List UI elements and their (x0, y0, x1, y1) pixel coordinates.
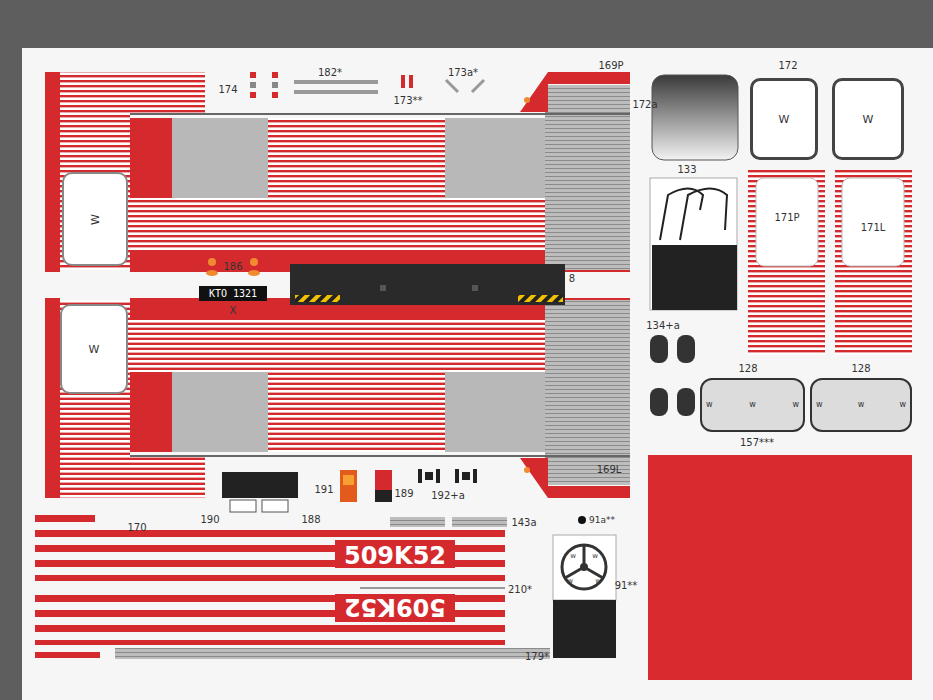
callout-number: 169P (598, 61, 623, 71)
callout-number: 91** (615, 581, 638, 591)
callout-number: 188 (301, 515, 320, 525)
callout-number: 91a** (589, 516, 615, 525)
callout-number: w (595, 578, 601, 585)
callout-number: 128 (738, 364, 757, 374)
callout-number: 174 (218, 85, 237, 95)
window-part: www (700, 378, 805, 432)
callout-number: w (567, 578, 573, 585)
window-part: W (832, 78, 904, 160)
callout-number: 173** (393, 96, 422, 106)
callout-number: 172a (632, 100, 657, 110)
callout-number: 171L (861, 223, 886, 233)
callout-number: 179* (525, 652, 549, 662)
part-mark: w (899, 401, 906, 409)
registration-number: 509K52 (344, 544, 446, 568)
registration-number: 509K52 (344, 595, 446, 619)
part-mark: w (792, 401, 799, 409)
callout-number: w (592, 553, 598, 560)
callout-number: 143a (511, 518, 536, 528)
callout-number: 8 (569, 274, 575, 284)
window-part: W (750, 78, 818, 160)
part-mark: w (816, 401, 823, 409)
part-mark: W (779, 114, 790, 125)
window-part: W (62, 172, 128, 266)
part-mark: KTO 1321 (209, 289, 257, 299)
callout-number: 189 (394, 489, 413, 499)
callout-number: 133 (677, 165, 696, 175)
callout-number: 173a* (448, 68, 478, 78)
callout-number: 191 (314, 485, 333, 495)
window-part: www (810, 378, 912, 432)
number-plate: KTO 1321 (199, 286, 267, 301)
part-mark: w (858, 401, 865, 409)
callout-number: X (230, 306, 237, 316)
callout-number: w (570, 553, 576, 560)
part-mark: W (89, 214, 100, 225)
callout-number: 190 (200, 515, 219, 525)
part-mark: W (89, 344, 100, 355)
callout-number: 157*** (740, 438, 774, 448)
callout-number: 192+a (431, 491, 465, 501)
callout-number: 172 (778, 61, 797, 71)
callout-number: 128 (851, 364, 870, 374)
callout-number: 186 (223, 262, 242, 272)
window-part: W (60, 304, 128, 394)
part-mark: w (706, 401, 713, 409)
callout-number: 182* (318, 68, 342, 78)
part-mark: w (749, 401, 756, 409)
part-mark: W (863, 114, 874, 125)
callout-number: 134+a (646, 321, 680, 331)
callout-number: 171P (774, 213, 799, 223)
callout-number: 210* (508, 585, 532, 595)
callout-number: 170 (127, 523, 146, 533)
callout-number: 169L (597, 465, 622, 475)
